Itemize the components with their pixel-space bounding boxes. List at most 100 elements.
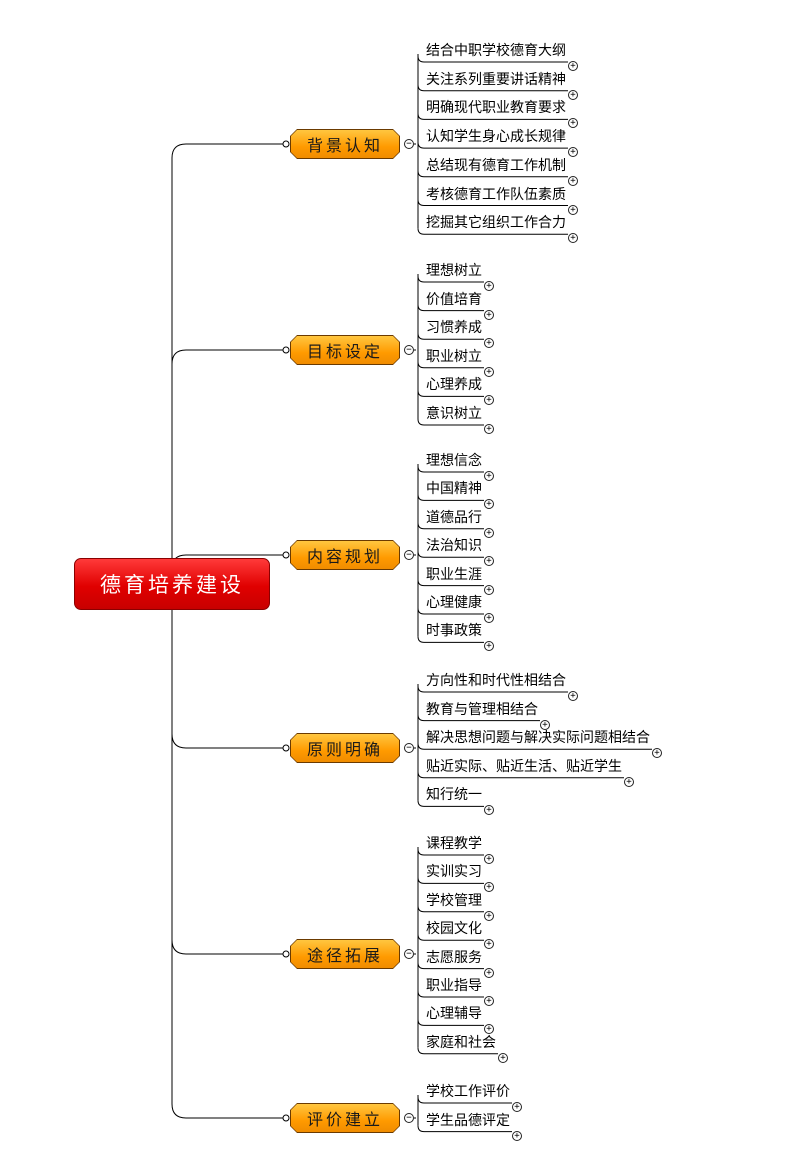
expand-toggle-icon[interactable]: + [484, 613, 494, 623]
leaf-item[interactable]: 习惯养成 [426, 320, 482, 337]
expand-toggle-icon[interactable]: + [484, 939, 494, 950]
leaf-item[interactable]: 关注系列重要讲话精神 [426, 71, 566, 88]
expand-toggle-icon[interactable]: + [512, 1102, 522, 1112]
expand-toggle-icon[interactable]: + [484, 366, 494, 377]
leaf-item[interactable]: 心理健康 [426, 595, 482, 611]
connector [417, 800, 484, 807]
expand-toggle-icon[interactable]: + [568, 233, 578, 244]
leaf-item[interactable]: 知行统一 [426, 787, 482, 804]
leaf-item[interactable]: 职业树立 [426, 348, 482, 365]
expand-toggle-icon[interactable]: + [484, 1024, 494, 1035]
expand-toggle-icon[interactable]: + [498, 1052, 508, 1063]
leaf-item[interactable]: 贴近实际、贴近生活、贴近学生 [426, 758, 622, 775]
leaf-item[interactable]: 价值培育 [426, 291, 482, 308]
expand-toggle-icon[interactable]: + [624, 776, 634, 787]
connector-dot [282, 140, 290, 148]
expand-toggle-icon[interactable]: + [484, 281, 494, 291]
leaf-item[interactable]: 职业生涯 [426, 566, 482, 583]
expand-toggle-icon[interactable]: + [484, 854, 494, 864]
connector-dot [282, 1114, 290, 1122]
expand-toggle-icon[interactable]: + [568, 204, 578, 215]
expand-toggle-icon[interactable]: + [568, 89, 578, 100]
leaf-item[interactable]: 家庭和社会 [426, 1034, 496, 1051]
expand-toggle-icon[interactable]: + [568, 61, 578, 71]
leaf-item[interactable]: 结合中职学校德育大纲 [426, 43, 566, 59]
leaf-item[interactable]: 挖掘其它组织工作合力 [426, 215, 566, 232]
expand-toggle-icon[interactable]: + [484, 471, 494, 481]
expand-toggle-icon[interactable]: + [484, 527, 494, 538]
expand-toggle-icon[interactable]: + [484, 338, 494, 349]
leaf-item[interactable]: 实训实习 [426, 864, 482, 881]
leaf-item[interactable]: 教育与管理相结合 [426, 701, 538, 718]
collapse-toggle-icon[interactable]: − [404, 949, 414, 959]
expand-toggle-icon[interactable]: + [484, 805, 494, 816]
expand-toggle-icon[interactable]: + [484, 395, 494, 406]
leaf-item[interactable]: 明确现代职业教育要求 [426, 100, 566, 117]
expand-toggle-icon[interactable]: + [484, 996, 494, 1006]
leaf-item[interactable]: 学校管理 [426, 892, 482, 909]
expand-toggle-icon[interactable]: + [512, 1130, 522, 1141]
expand-toggle-icon[interactable]: + [568, 118, 578, 129]
collapse-toggle-icon[interactable]: − [404, 139, 414, 149]
connector [171, 349, 286, 558]
connector-dot [282, 346, 290, 354]
leaf-item[interactable]: 中国精神 [426, 481, 482, 498]
leaf-item[interactable]: 道德品行 [426, 509, 482, 526]
collapse-toggle-icon[interactable]: − [404, 550, 414, 560]
branch-node[interactable]: 评价建立 [290, 1103, 400, 1133]
collapse-toggle-icon[interactable]: − [404, 345, 414, 355]
expand-toggle-icon[interactable]: + [484, 584, 494, 595]
expand-toggle-icon[interactable]: + [568, 175, 578, 186]
connector-dot [282, 551, 290, 559]
leaf-item[interactable]: 理想信念 [426, 453, 482, 469]
connector [171, 610, 286, 955]
connector [171, 610, 286, 749]
branch-node[interactable]: 原则明确 [290, 733, 400, 763]
leaf-item[interactable]: 方向性和时代性相结合 [426, 673, 566, 689]
leaf-item[interactable]: 课程教学 [426, 836, 482, 852]
connector [417, 418, 484, 426]
connector-dot [282, 744, 290, 752]
expand-toggle-icon[interactable]: + [652, 748, 662, 759]
leaf-item[interactable]: 时事政策 [426, 623, 482, 640]
expand-toggle-icon[interactable]: + [484, 641, 494, 652]
expand-toggle-icon[interactable]: + [484, 556, 494, 567]
leaf-item[interactable]: 职业指导 [426, 978, 482, 994]
root-label: 德育培养建设 [100, 573, 244, 597]
leaf-item[interactable]: 志愿服务 [426, 949, 482, 966]
leaf-item[interactable]: 理想树立 [426, 263, 482, 279]
expand-toggle-icon[interactable]: + [484, 499, 494, 510]
leaf-item[interactable]: 认知学生身心成长规律 [426, 129, 566, 146]
expand-toggle-icon[interactable]: + [484, 882, 494, 893]
connector [417, 228, 568, 235]
leaf-item[interactable]: 意识树立 [426, 406, 482, 422]
branch-node[interactable]: 目标设定 [290, 335, 400, 365]
expand-toggle-icon[interactable]: + [484, 967, 494, 978]
leaf-item[interactable]: 解决思想问题与解决实际问题相结合 [426, 730, 650, 747]
leaf-item[interactable]: 学校工作评价 [426, 1084, 510, 1100]
branch-node[interactable]: 内容规划 [290, 540, 400, 570]
branch-node[interactable]: 途径拓展 [290, 939, 400, 969]
expand-toggle-icon[interactable]: + [540, 719, 550, 730]
expand-toggle-icon[interactable]: + [484, 910, 494, 921]
leaf-item[interactable]: 法治知识 [426, 538, 482, 555]
root-node[interactable]: 德育培养建设 [74, 558, 270, 610]
leaf-item[interactable]: 考核德育工作队伍素质 [426, 186, 566, 203]
leaf-item[interactable]: 校园文化 [426, 921, 482, 938]
branch-node[interactable]: 背景认知 [290, 129, 400, 159]
branch-label: 途径拓展 [291, 940, 399, 968]
expand-toggle-icon[interactable]: + [484, 424, 494, 434]
expand-toggle-icon[interactable]: + [568, 691, 578, 701]
expand-toggle-icon[interactable]: + [484, 309, 494, 320]
leaf-item[interactable]: 心理养成 [426, 377, 482, 394]
collapse-toggle-icon[interactable]: − [404, 1113, 414, 1123]
leaf-item[interactable]: 学生品德评定 [426, 1112, 510, 1129]
connector [171, 610, 286, 1119]
expand-toggle-icon[interactable]: + [568, 147, 578, 158]
connector [171, 143, 286, 558]
leaf-item[interactable]: 总结现有德育工作机制 [426, 157, 566, 174]
collapse-toggle-icon[interactable]: − [404, 743, 414, 753]
leaf-item[interactable]: 心理辅导 [426, 1006, 482, 1023]
